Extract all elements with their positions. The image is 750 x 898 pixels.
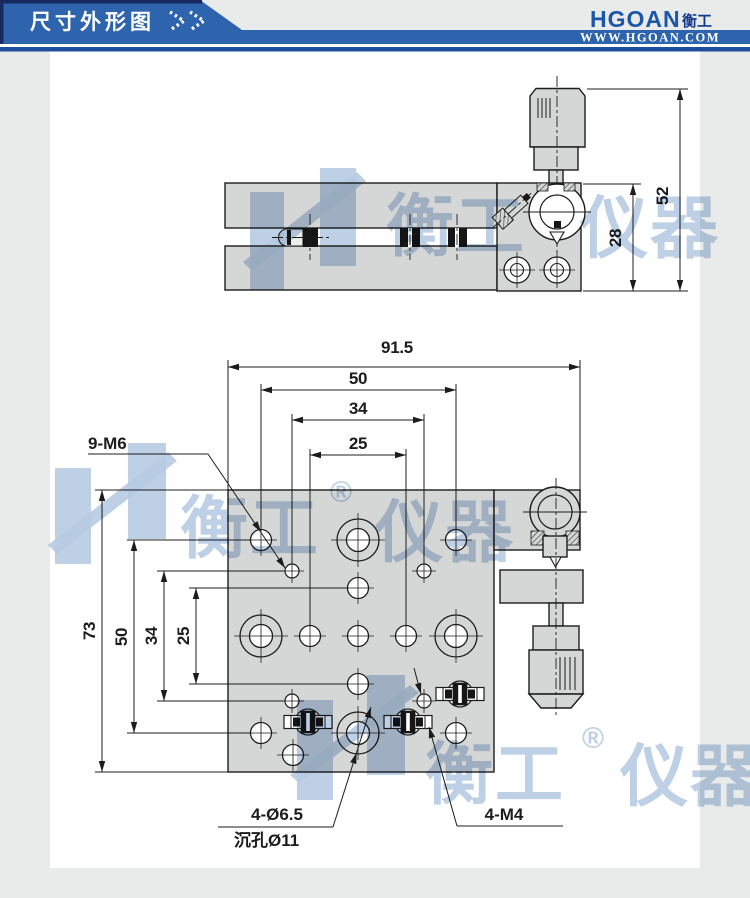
- watermark-plan-view: 衡工 ® 仪器: [48, 443, 515, 571]
- watermark-side-view: 衡工 仪器: [243, 168, 720, 290]
- dim-91-5: 91.5: [228, 338, 580, 371]
- dim-50-left-text: 50: [112, 628, 131, 646]
- dim-50-top-text: 50: [349, 369, 367, 388]
- dim-91-5-text: 91.5: [381, 338, 413, 357]
- watermark-text: 衡工: [386, 189, 526, 265]
- dim-34-left-text: 34: [142, 626, 161, 645]
- watermark-text: 仪器: [579, 191, 720, 267]
- dim-52: 52: [583, 88, 688, 292]
- label-counterbore-text1: 4-Ø6.5: [251, 805, 303, 824]
- set-screw-pointer: [413, 667, 422, 695]
- brand-logo: HGOAN: [590, 6, 681, 32]
- header-banner: 尺寸外形图 HGOAN 衡工 WWW.HGOAN.COM: [0, 0, 750, 52]
- dim-34-top: 34: [292, 399, 424, 424]
- header-accent-line: [0, 47, 750, 52]
- watermark-bottom: 衡工 ® 仪器: [290, 675, 750, 815]
- label-4-m4-text: 4-M4: [485, 805, 524, 824]
- side-clamp-screw: [491, 190, 534, 231]
- plan-extension-lines-left: [95, 489, 347, 773]
- brand-logo-cn: 衡工: [682, 12, 712, 30]
- dim-25-left: 25: [174, 588, 200, 684]
- watermark-reg: ®: [330, 476, 352, 509]
- label-4-m4: 4-M4: [428, 726, 563, 827]
- dim-34-top-text: 34: [349, 399, 368, 418]
- dim-25-left-text: 25: [174, 627, 193, 645]
- watermark-reg: ®: [582, 722, 604, 755]
- dim-73-text: 73: [80, 622, 99, 640]
- dim-50-top: 50: [261, 369, 456, 394]
- dim-50-left: 50: [112, 540, 138, 733]
- dim-52-text: 52: [653, 187, 672, 205]
- dim-25-top: 25: [310, 434, 406, 459]
- label-9-m6-text: 9-M6: [88, 434, 127, 453]
- side-lock-ring: [523, 183, 591, 246]
- watermark-text: 仪器: [619, 739, 750, 815]
- dim-28-text: 28: [606, 229, 625, 247]
- dim-34-left: 34: [142, 571, 168, 701]
- dim-25-top-text: 25: [349, 434, 367, 453]
- plan-extension-lines-top: [227, 360, 581, 625]
- dim-73: 73: [80, 490, 106, 772]
- label-counterbore-text2: 沉孔Ø11: [234, 830, 299, 850]
- micrometer-top: [529, 76, 586, 258]
- page-title: 尺寸外形图: [30, 10, 155, 34]
- watermark-text: 衡工: [180, 491, 320, 567]
- website-url: WWW.HGOAN.COM: [580, 31, 720, 45]
- label-9-m6: 9-M6: [88, 434, 286, 569]
- plan-micrometer: [499, 478, 587, 716]
- watermark-text: 衡工: [425, 737, 565, 813]
- watermark-text: 仪器: [374, 495, 515, 571]
- dim-28: 28: [583, 183, 641, 291]
